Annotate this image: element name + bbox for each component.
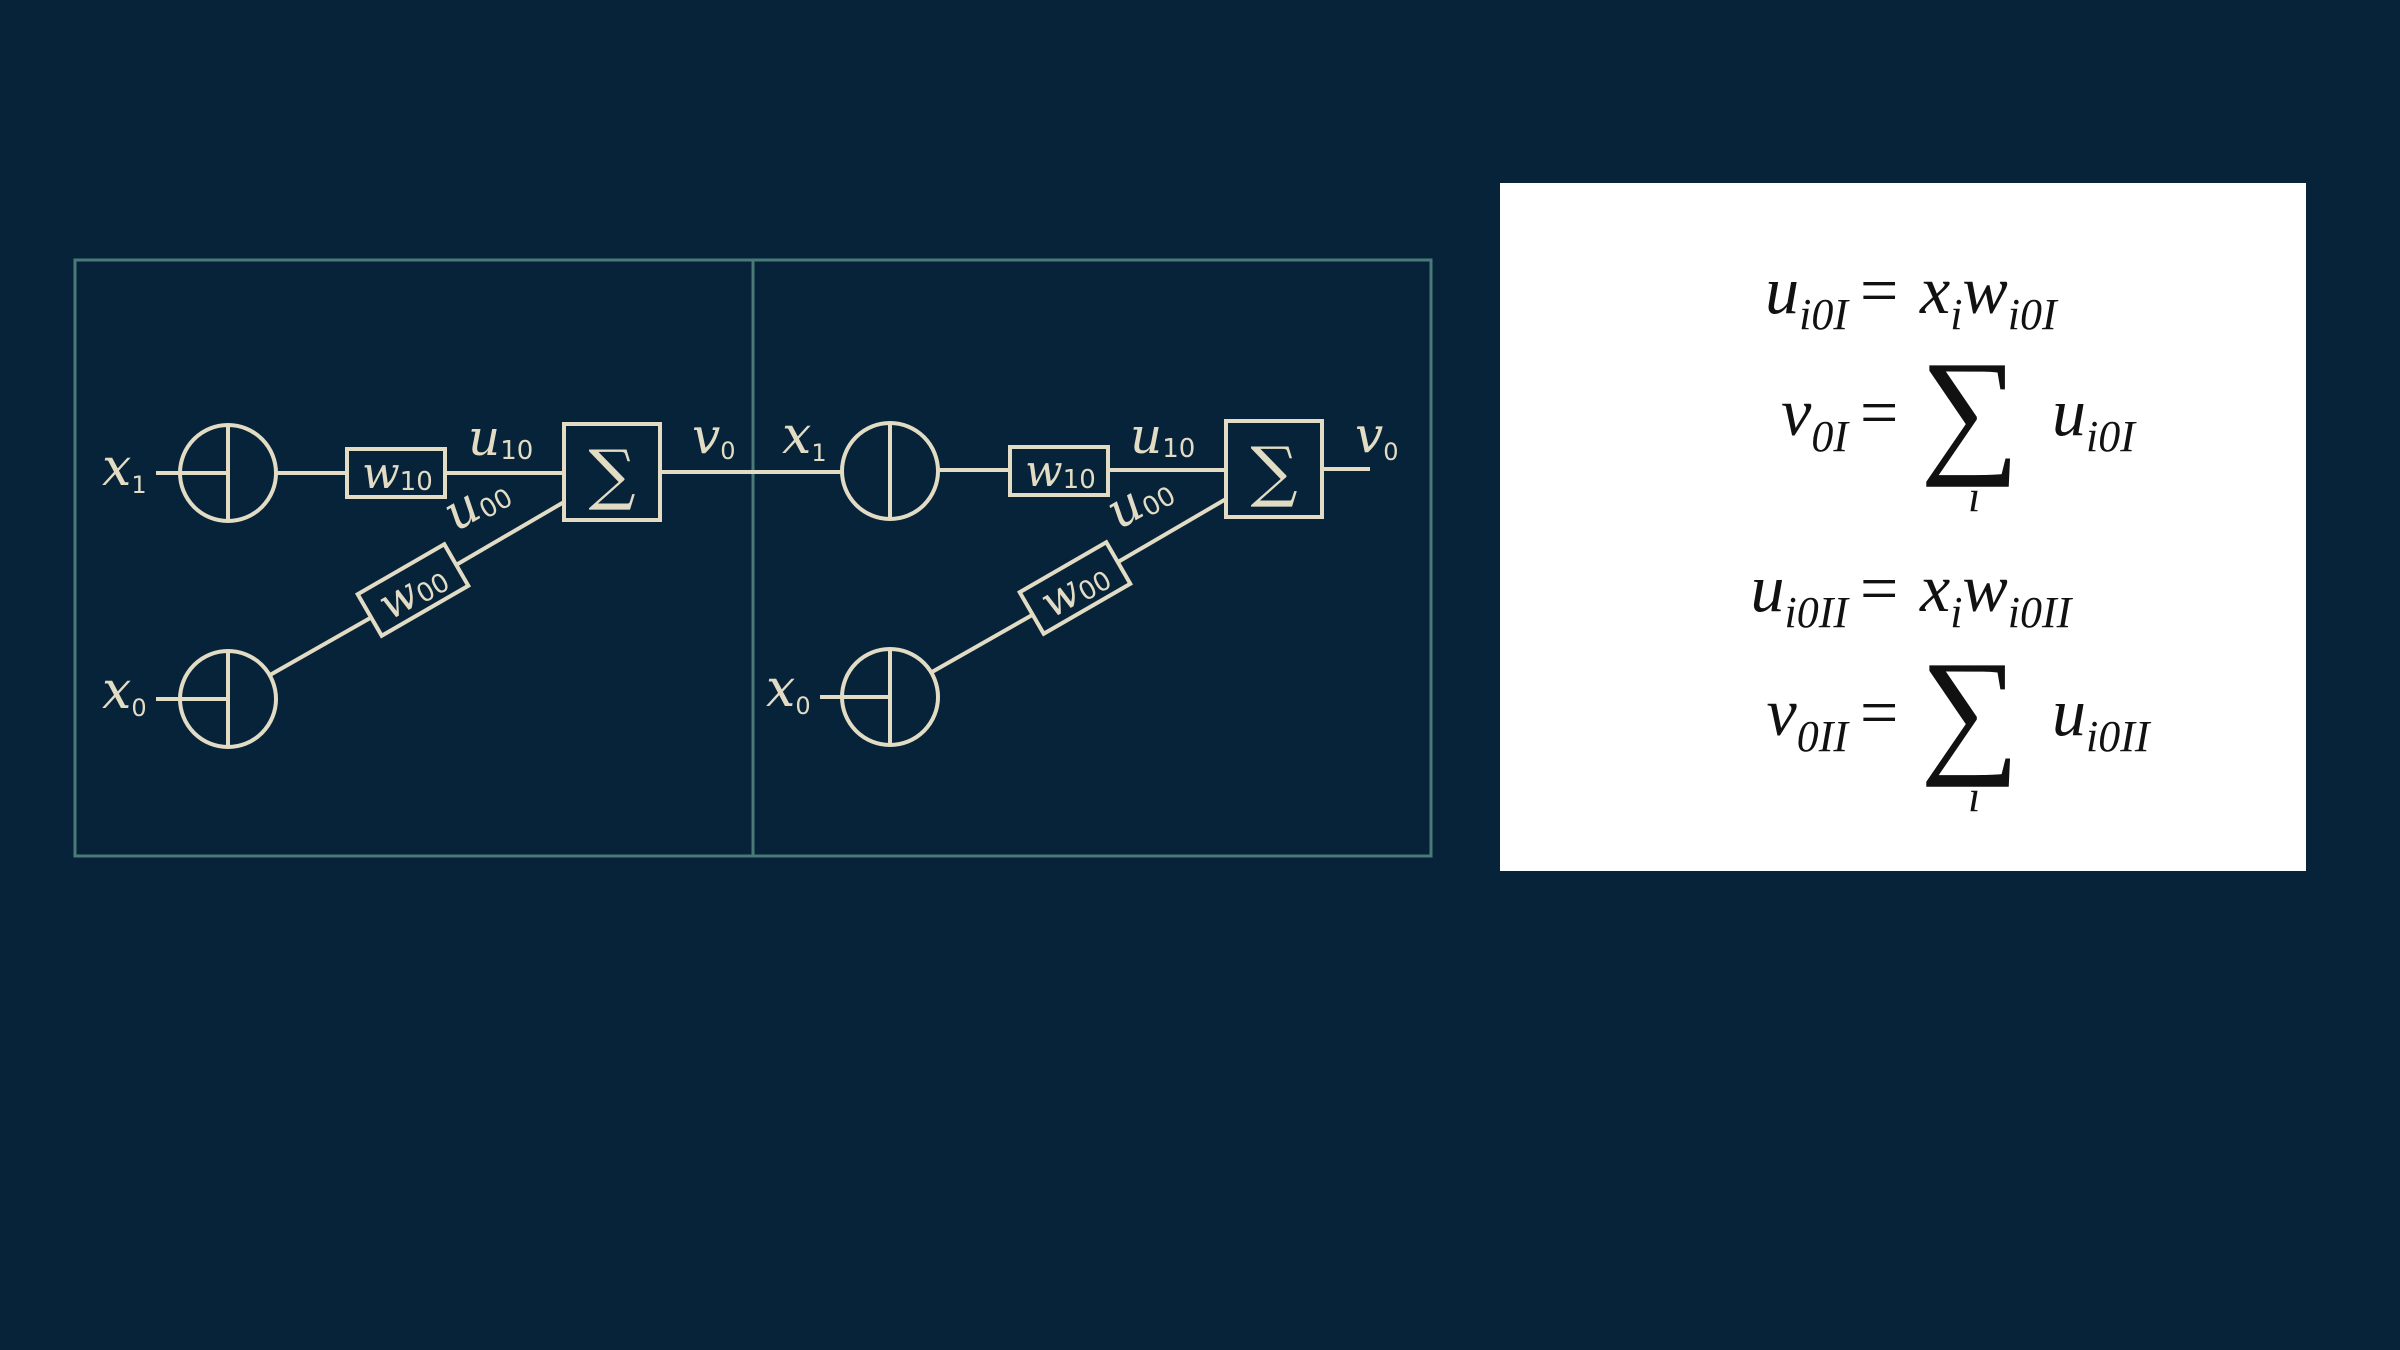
- left-w00-group: w00: [354, 541, 472, 639]
- neural-network-diagram: x1 w10 u10 x0 w00 u00 ∑ v0: [73, 258, 1433, 858]
- equation-4: v0II = ∑ i ui0II: [1500, 633, 2306, 833]
- equation-2-sigma-index: i: [1968, 472, 1981, 521]
- equation-1-rhs: xiwi0I: [1920, 252, 2057, 339]
- left-x0-to-w00-line: [269, 615, 373, 677]
- equation-3-rhs: xiwi0II: [1920, 550, 2072, 637]
- right-x0-to-w00-line: [931, 612, 1035, 674]
- left-x0-label: x0: [102, 661, 147, 722]
- left-w10-label: w10: [362, 448, 433, 499]
- equation-4-sigma-symbol: ∑: [1920, 633, 2020, 788]
- left-x1-label: x1: [102, 438, 147, 499]
- right-u10-label: u10: [1130, 407, 1195, 465]
- equation-3: ui0II = xiwi0II: [1500, 549, 2306, 649]
- left-u10-label: u10: [468, 409, 533, 467]
- left-w00-to-sum-line: [454, 500, 566, 567]
- left-sum-symbol: ∑: [588, 436, 635, 513]
- equation-2-lhs: v0I: [1781, 374, 1848, 461]
- left-v0-label: v0: [692, 407, 736, 465]
- left-network: x1 w10 u10 x0 w00 u00 ∑ v0: [102, 407, 842, 749]
- equation-4-sigma-index: i: [1968, 772, 1981, 821]
- equation-4-rhs: ∑ i ui0II: [1920, 633, 2150, 822]
- equation-2-sigma-symbol: ∑: [1920, 333, 2020, 488]
- right-x0-label: x0: [766, 659, 811, 720]
- equations-panel: ui0I = xiwi0I v0I = ∑ i ui0I ui0II = xiw…: [1500, 183, 2306, 871]
- right-v0-label: v0: [1355, 406, 1399, 466]
- equation-1-equals: =: [1860, 252, 1899, 328]
- equation-3-equals: =: [1860, 550, 1899, 626]
- right-network: x1 w10 u10 x0 w00 u00 ∑ v0: [766, 406, 1399, 747]
- equation-4-lhs: v0II: [1766, 674, 1849, 761]
- equation-4-equals: =: [1860, 674, 1899, 750]
- equation-2-rhs: ∑ i ui0I: [1920, 333, 2135, 522]
- equation-2: v0I = ∑ i ui0I: [1500, 333, 2306, 533]
- equation-3-lhs: ui0II: [1750, 550, 1848, 637]
- right-w00-to-sum-line: [1116, 497, 1228, 564]
- right-w00-box: [1016, 539, 1134, 637]
- equation-1-lhs: ui0I: [1765, 252, 1848, 339]
- right-sum-symbol: ∑: [1250, 433, 1297, 510]
- equation-2-equals: =: [1860, 374, 1899, 450]
- right-w00-group: w00: [1016, 539, 1134, 637]
- right-x1-label: x1: [782, 406, 827, 467]
- right-w10-label: w10: [1025, 446, 1096, 497]
- equation-1: ui0I = xiwi0I: [1500, 251, 2306, 351]
